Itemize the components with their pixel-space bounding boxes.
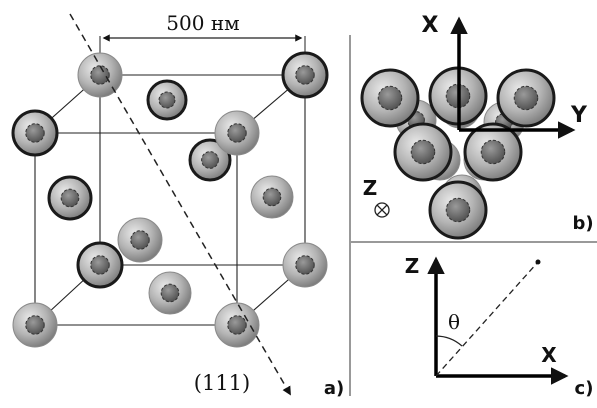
particle (11, 109, 59, 157)
particles-a (11, 51, 329, 348)
particle (76, 241, 124, 289)
direction-point (535, 259, 541, 265)
panel-a-label: a) (324, 378, 344, 399)
into-page-icon (374, 202, 390, 218)
particle (282, 242, 328, 288)
theta-label: θ (448, 310, 460, 334)
scale-label: 500 нм (166, 11, 239, 35)
b-x-label: X (422, 13, 439, 38)
particle (12, 302, 58, 348)
c-x-label: X (541, 343, 557, 367)
particle (496, 68, 556, 128)
scale-bar: 500 нм (99, 11, 306, 58)
particles-b (360, 66, 556, 240)
particle (393, 122, 453, 182)
particle (188, 138, 232, 182)
c-z-label: Z (405, 254, 420, 278)
panel-c: Z X θ c) (405, 254, 594, 399)
direction-vector (435, 261, 539, 377)
particle (250, 175, 294, 219)
b-z-label: Z (363, 176, 378, 200)
particle (47, 175, 93, 221)
particle (214, 110, 260, 156)
theta-arc (435, 335, 463, 347)
particle (146, 79, 188, 121)
particle (214, 302, 260, 348)
panel-c-label: c) (575, 378, 594, 399)
plane-111-direction (69, 13, 291, 396)
particle (360, 68, 420, 128)
particle (117, 217, 163, 263)
b-y-label: Y (570, 103, 588, 128)
panel-b-label: b) (572, 213, 593, 234)
plane-label: (111) (194, 371, 250, 395)
particle (148, 271, 192, 315)
particle (428, 180, 488, 240)
panel-b: X Y Z b) (360, 13, 594, 240)
panel-a: 500 нм (111) a) (11, 11, 344, 399)
particle (77, 52, 123, 98)
particle (281, 51, 329, 99)
particle (463, 122, 523, 182)
